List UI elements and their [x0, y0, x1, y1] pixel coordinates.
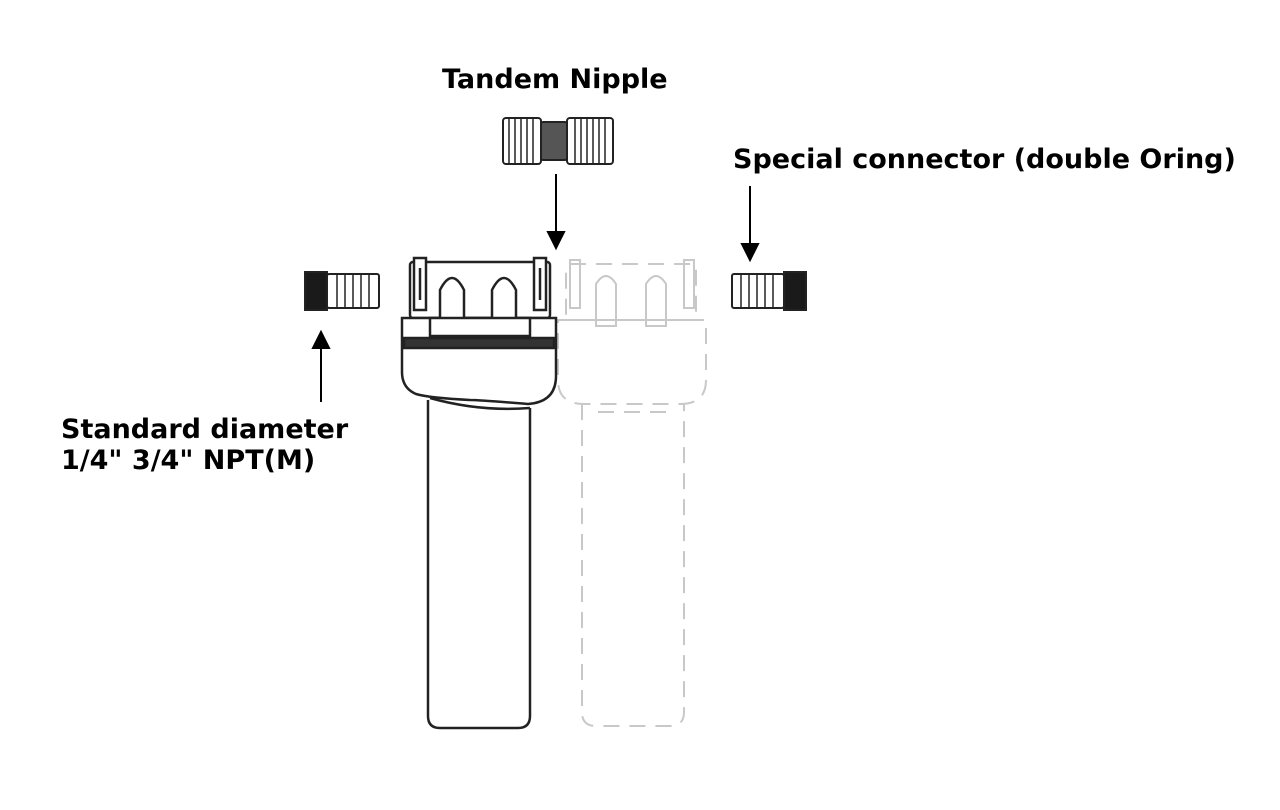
standard-connector-label-line2: 1/4" 3/4" NPT(M): [61, 445, 316, 477]
filter-housing-illustration: [400, 256, 558, 730]
standard-connector-illustration: [304, 271, 380, 311]
arrow-icon: [740, 186, 760, 263]
ghost-filter-housing-illustration: [557, 263, 707, 727]
special-connector-label: Special connector (double Oring): [733, 144, 1236, 175]
tandem-nipple-illustration: [502, 117, 614, 165]
tandem-nipple-label: Tandem Nipple: [442, 64, 668, 95]
arrow-icon: [311, 329, 331, 402]
special-connector-illustration: [731, 271, 807, 311]
standard-connector-label: Standard diameter 1/4" 3/4" NPT(M): [61, 414, 348, 476]
arrow-icon: [546, 174, 566, 251]
ghost-housing-inlets: [569, 259, 695, 327]
standard-connector-label-line1: Standard diameter: [61, 414, 349, 445]
